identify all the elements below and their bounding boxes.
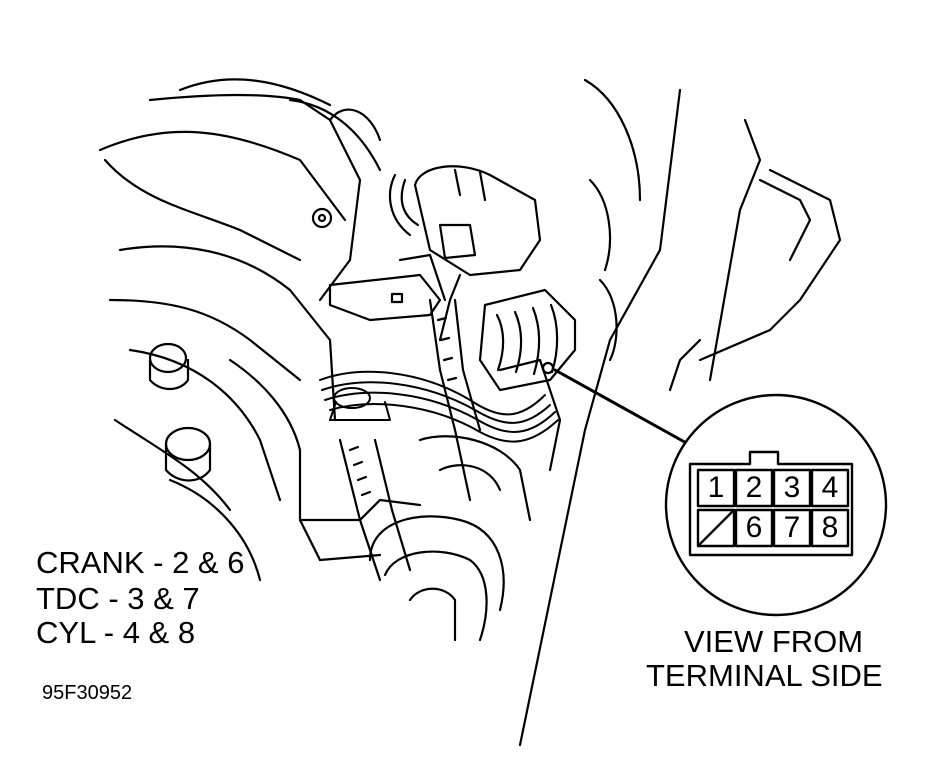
inset-caption-line2: TERMINAL SIDE bbox=[646, 658, 883, 693]
legend-cyl: CYL - 4 & 8 bbox=[36, 615, 196, 650]
pin-2-label: 2 bbox=[745, 471, 763, 504]
pin-1-label: 1 bbox=[707, 471, 725, 504]
terminal-block bbox=[688, 450, 854, 557]
harness-connector bbox=[478, 288, 577, 392]
side-panel bbox=[518, 78, 842, 747]
figure-id: 95F30952 bbox=[42, 682, 133, 704]
timing-belt bbox=[338, 298, 482, 582]
legend-tdc: TDC - 3 & 7 bbox=[36, 581, 200, 616]
pin-6-label: 6 bbox=[745, 511, 763, 544]
pin-4-label: 4 bbox=[821, 471, 839, 504]
sensor-connector bbox=[388, 165, 542, 342]
inset-caption-line1: VIEW FROM bbox=[684, 624, 864, 659]
pin-8-label: 8 bbox=[821, 511, 839, 544]
pin-3-label: 3 bbox=[783, 471, 801, 504]
leader-line bbox=[553, 368, 692, 447]
wire-harness bbox=[319, 370, 559, 443]
engine-block bbox=[98, 78, 422, 582]
pulley bbox=[368, 358, 562, 642]
bracket bbox=[328, 253, 447, 322]
legend-crank: CRANK - 2 & 6 bbox=[36, 545, 245, 580]
pin-7-label: 7 bbox=[783, 511, 801, 544]
